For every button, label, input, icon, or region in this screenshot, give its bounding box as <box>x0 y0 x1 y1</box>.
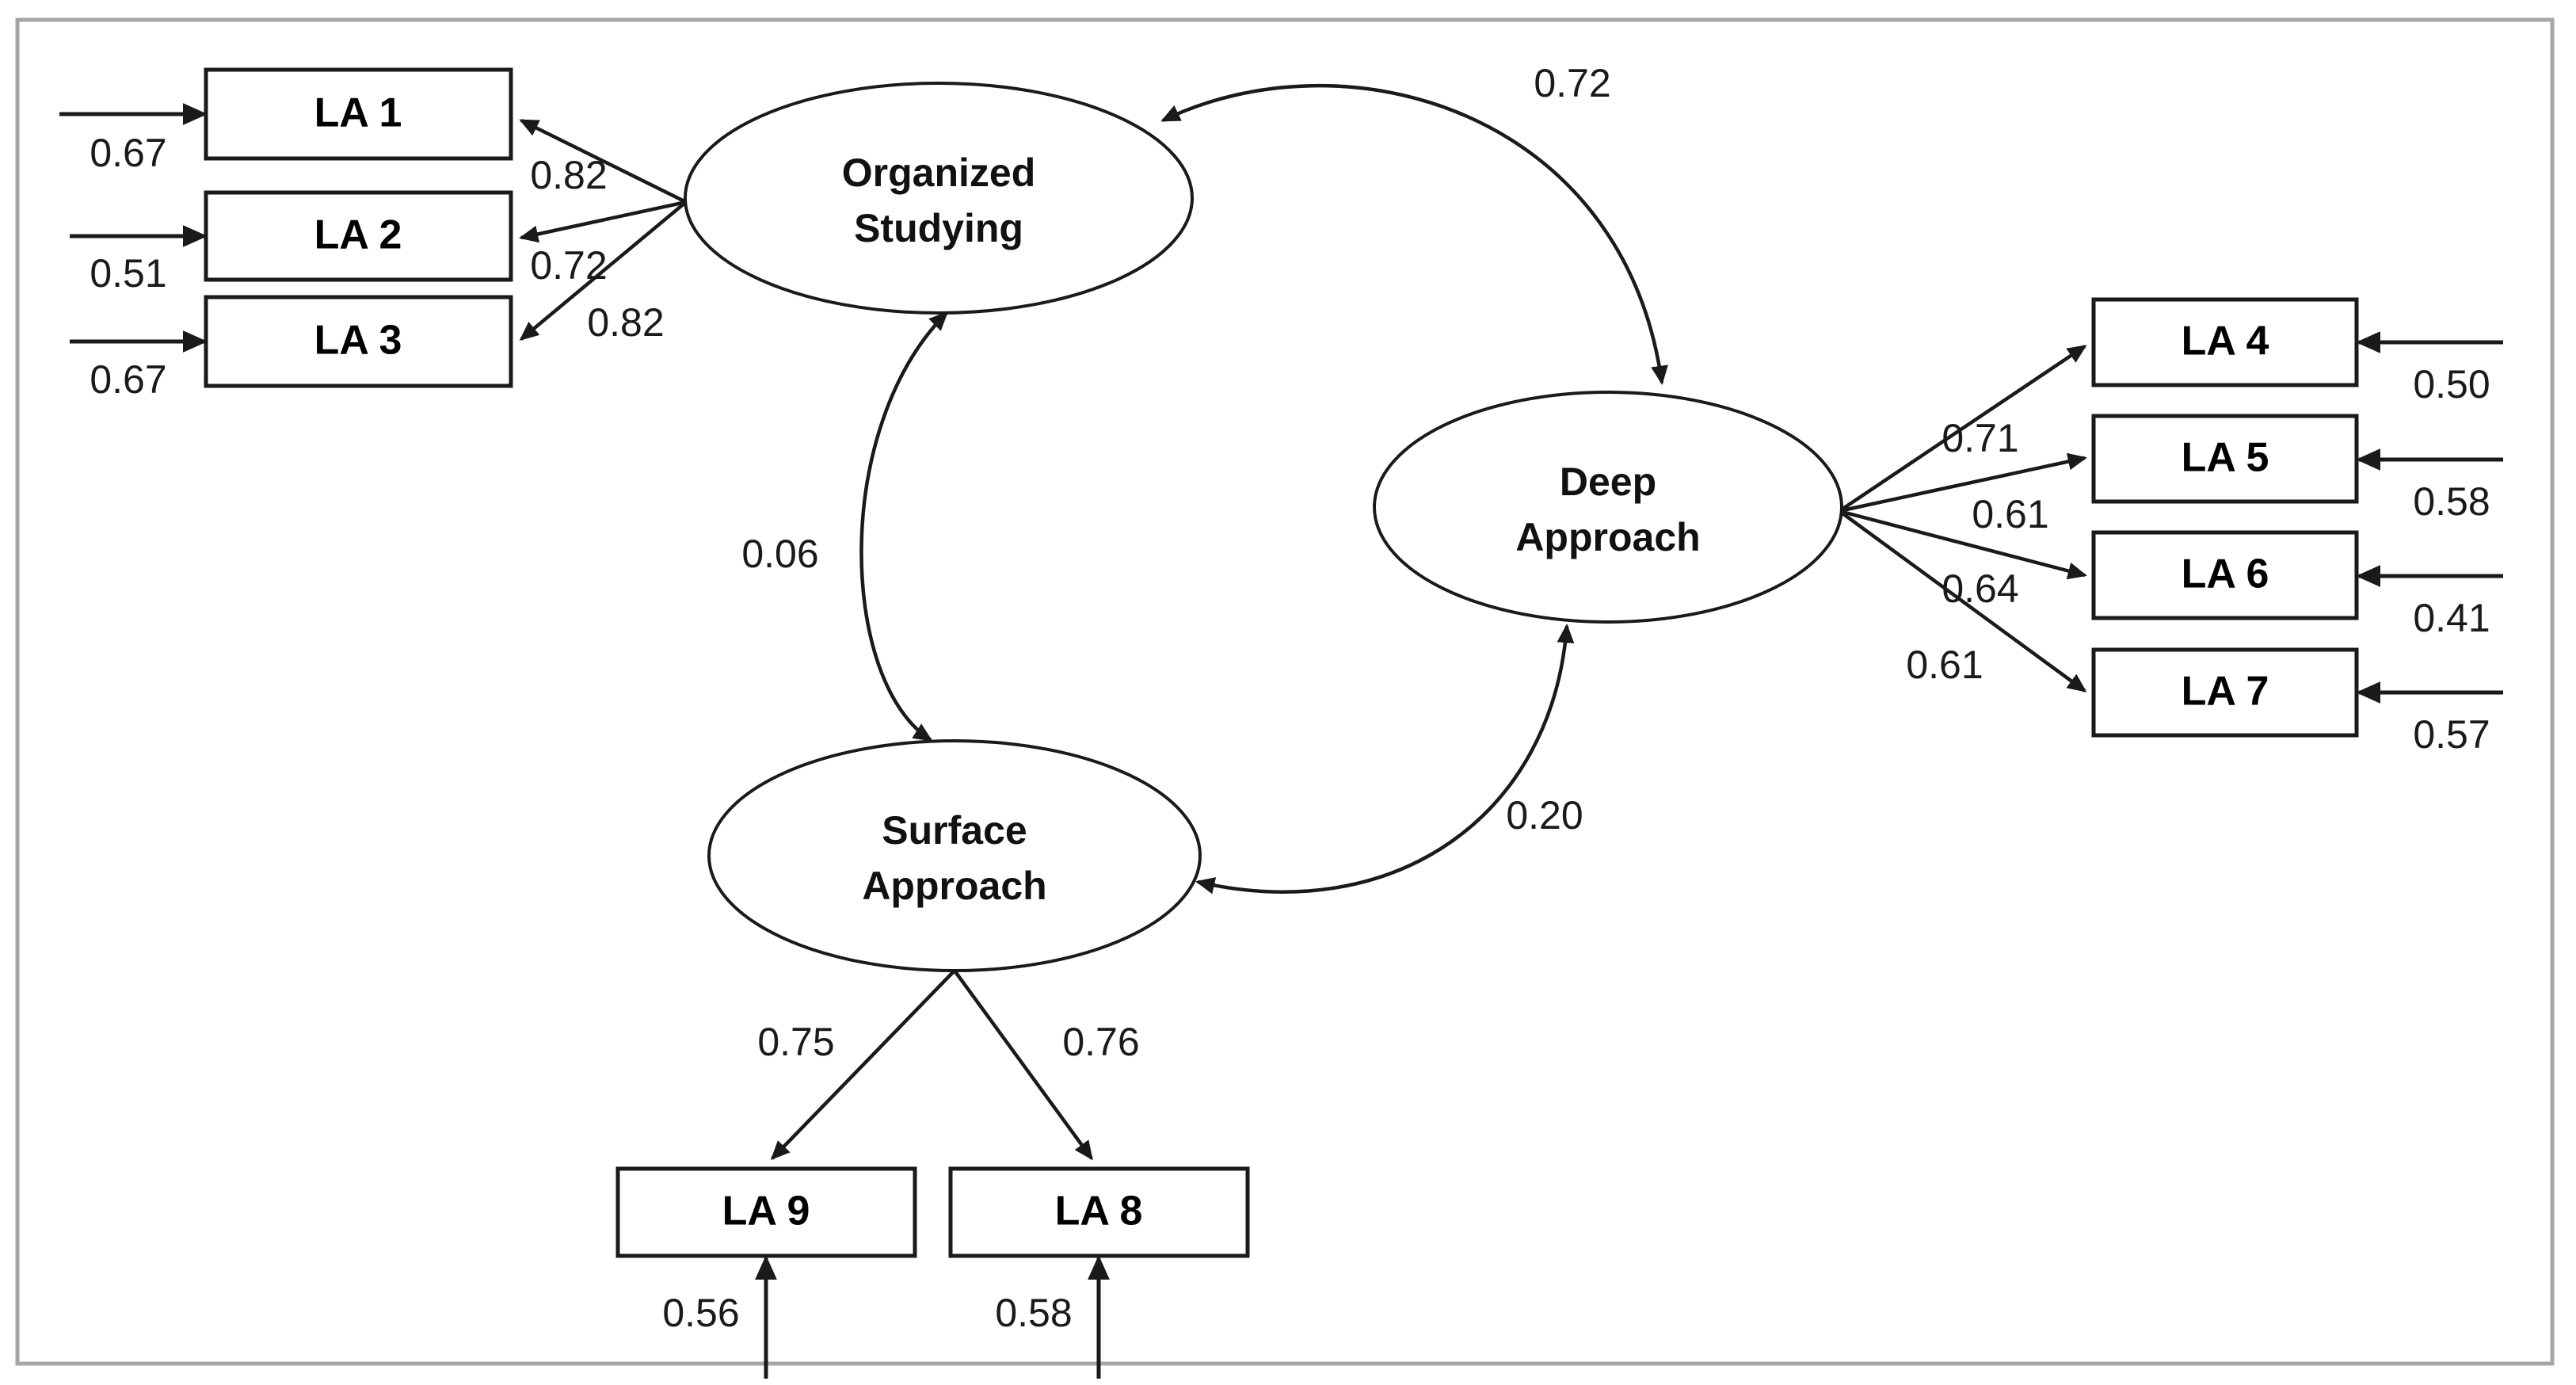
indicator-box-la9 <box>615 1166 917 1258</box>
indicator-label-la7: LA 7 <box>2182 669 2269 715</box>
loading-label-deep-la4: 0.71 <box>1942 416 2018 460</box>
loading-path-deep-la5 <box>1839 452 2087 513</box>
factor-ellipse-deep <box>1373 391 1843 624</box>
factor-ellipse-surface <box>707 739 1202 972</box>
loading-path-deep-la6 <box>1839 509 2087 580</box>
indicator-box-la8 <box>948 1166 1250 1258</box>
residual-label-la5: 0.58 <box>2413 479 2490 524</box>
indicator-la5[interactable]: LA 5 <box>2091 414 2359 504</box>
loading-path-deep-la4 <box>1838 345 2087 513</box>
loading-label-deep-la7: 0.61 <box>1906 643 1983 687</box>
latent-factor-organized-studying[interactable]: Organized Studying <box>684 82 1194 315</box>
loading-label-surface-la8: 0.76 <box>1062 1020 1139 1064</box>
loading-label-deep-la5: 0.61 <box>1972 492 2048 536</box>
indicator-la8[interactable]: LA 8 <box>948 1166 1250 1258</box>
correlation-label-organized-deep: 0.72 <box>1534 61 1610 105</box>
indicator-label-la1: LA 1 <box>314 90 402 136</box>
indicator-label-la3: LA 3 <box>314 318 402 364</box>
loading-label-surface-la9: 0.75 <box>757 1020 834 1064</box>
loading-path-organized-la1 <box>519 118 687 204</box>
residual-label-la2: 0.51 <box>90 251 166 296</box>
indicator-box-la1 <box>204 67 513 161</box>
residual-label-la4: 0.50 <box>2413 362 2490 406</box>
residual-label-la1: 0.67 <box>90 131 166 175</box>
indicator-box-la3 <box>204 295 513 388</box>
indicator-label-la9: LA 9 <box>722 1189 810 1234</box>
indicator-la9[interactable]: LA 9 <box>615 1166 917 1258</box>
indicator-la1[interactable]: LA 1 <box>204 67 513 161</box>
indicator-la2[interactable]: LA 2 <box>204 190 513 282</box>
factor-label-deep-line2: Approach <box>1515 515 1700 559</box>
factor-label-surface-line1: Surface <box>882 808 1027 853</box>
residual-label-la7: 0.57 <box>2413 712 2490 757</box>
loading-label-deep-la6: 0.64 <box>1942 567 2018 611</box>
loading-label-organized-la3: 0.82 <box>587 300 664 345</box>
correlation-label-surface-deep: 0.20 <box>1506 793 1583 837</box>
factor-label-organized-line1: Organized <box>842 151 1035 195</box>
loading-path-organized-la2 <box>519 200 687 243</box>
indicator-label-la4: LA 4 <box>2182 319 2269 364</box>
indicator-box-la6 <box>2091 530 2359 620</box>
residual-label-la8: 0.58 <box>995 1291 1072 1335</box>
correlation-label-organized-surface: 0.06 <box>741 532 818 576</box>
indicator-la7[interactable]: LA 7 <box>2091 647 2359 738</box>
indicator-label-la8: LA 8 <box>1055 1189 1143 1234</box>
correlation-curve-organized-surface <box>859 311 949 742</box>
loading-label-organized-la1: 0.82 <box>530 153 607 197</box>
loading-label-organized-la2: 0.72 <box>530 243 607 288</box>
loading-path-surface-la9 <box>770 969 956 1161</box>
residual-label-la6: 0.41 <box>2413 596 2490 640</box>
indicator-la6[interactable]: LA 6 <box>2091 530 2359 620</box>
residual-label-la9: 0.56 <box>662 1291 739 1335</box>
indicator-la4[interactable]: LA 4 <box>2091 297 2359 387</box>
indicator-label-la6: LA 6 <box>2182 551 2269 597</box>
indicator-box-la5 <box>2091 414 2359 504</box>
correlation-curve-surface-deep <box>1195 623 1575 895</box>
indicator-box-la4 <box>2091 297 2359 387</box>
correlation-curve-organized-deep <box>1160 83 1668 386</box>
indicator-box-la2 <box>204 190 513 282</box>
latent-factor-surface-approach[interactable]: Surface Approach <box>707 739 1202 972</box>
figure-border <box>15 17 2555 1366</box>
factor-ellipse-organized <box>684 82 1194 315</box>
loading-path-deep-la7 <box>1838 509 2087 692</box>
loading-path-surface-la8 <box>953 969 1093 1161</box>
indicator-label-la5: LA 5 <box>2182 435 2269 481</box>
factor-label-organized-line2: Studying <box>854 206 1023 250</box>
indicator-label-la2: LA 2 <box>314 212 402 258</box>
factor-label-surface-line2: Approach <box>862 864 1046 908</box>
latent-factor-deep-approach[interactable]: Deep Approach <box>1373 391 1843 624</box>
residual-label-la3: 0.67 <box>90 357 166 402</box>
indicator-la3[interactable]: LA 3 <box>204 295 513 388</box>
indicator-box-la7 <box>2091 647 2359 738</box>
loading-path-organized-la3 <box>519 200 688 341</box>
factor-label-deep-line1: Deep <box>1560 460 1656 504</box>
